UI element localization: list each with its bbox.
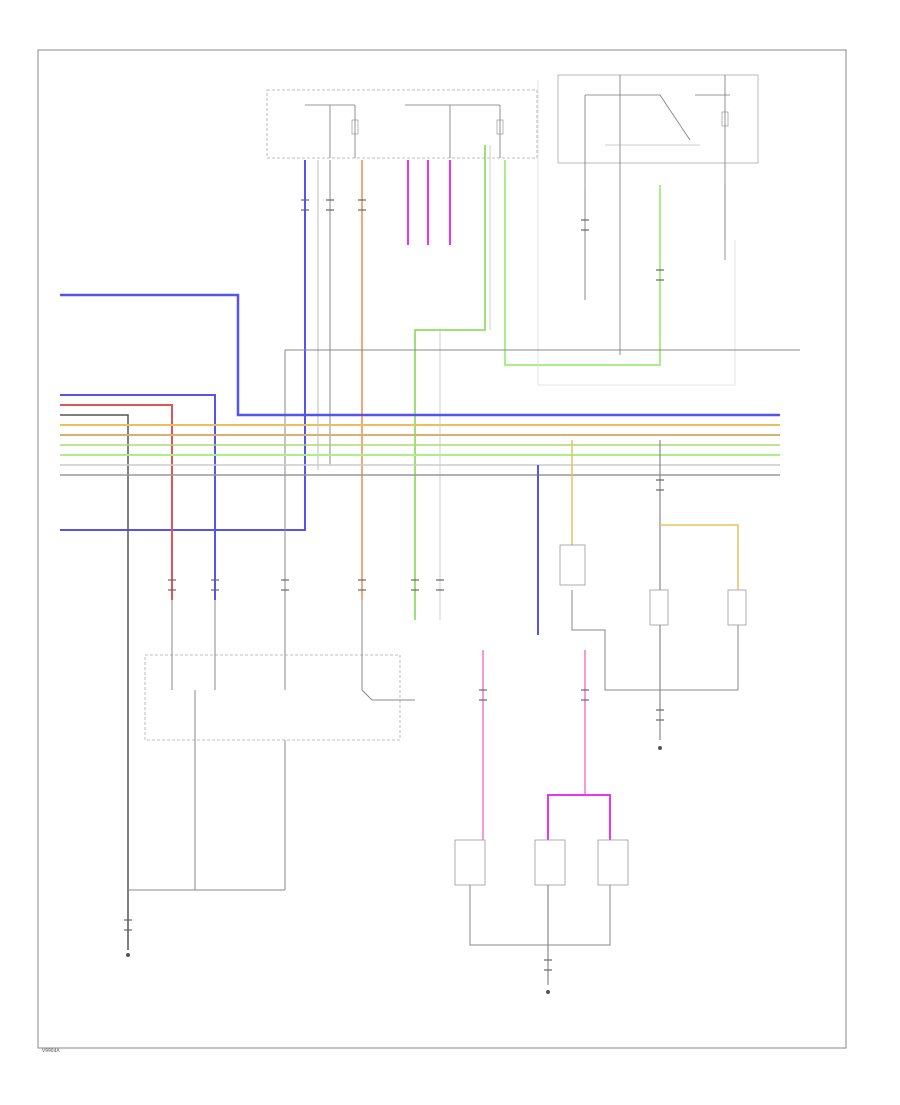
bottom-lamp-group (454, 650, 629, 994)
wire-blue-1 (60, 160, 306, 531)
fuse-relay-box-right (557, 74, 759, 355)
diagram-frame (37, 49, 847, 1049)
wire-lightgreen-1 (504, 160, 661, 366)
bus-red (60, 404, 173, 600)
fuse-relay-box-center (266, 89, 538, 159)
right-sensor-group (559, 440, 747, 750)
bottom-left-switch-box (126, 600, 415, 957)
bus-blue-2 (60, 394, 216, 600)
bus-blue-top (60, 293, 780, 417)
connector-marks (124, 199, 664, 971)
bus-dark (60, 414, 129, 950)
wires-top (60, 80, 800, 620)
bus-wires (60, 293, 780, 950)
footer-code: V9904A (42, 1048, 61, 1054)
